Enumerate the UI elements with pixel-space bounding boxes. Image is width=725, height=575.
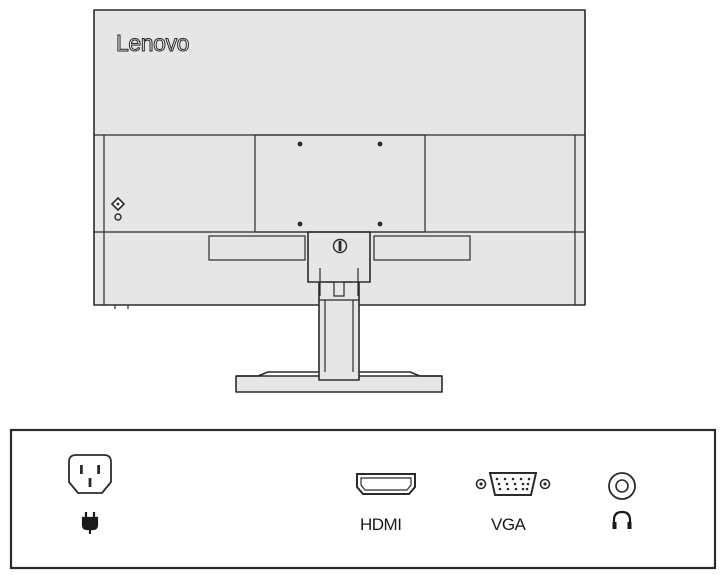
hinge-knob-icon xyxy=(332,238,348,254)
ac-inlet-pins xyxy=(80,465,100,487)
ac-power-inlet-icon xyxy=(68,454,112,494)
audio-jack-icon xyxy=(608,472,636,500)
left-slot xyxy=(208,235,306,261)
power-plug-icon xyxy=(81,512,99,534)
vga-label: VGA xyxy=(491,515,526,534)
stand-base xyxy=(235,375,443,393)
monitor-rear-view: Lenovo xyxy=(93,9,586,393)
hdmi-port-icon xyxy=(356,473,416,495)
vesa-screw-holes xyxy=(297,141,383,227)
vesa-mount-area xyxy=(254,134,426,233)
port-panel-frame xyxy=(9,428,717,570)
right-slot xyxy=(373,235,471,261)
headphone-icon xyxy=(612,510,632,529)
hdmi-label: HDMI xyxy=(360,515,402,534)
brand-logo: Lenovo xyxy=(116,30,189,56)
vga-port-icon xyxy=(475,472,551,496)
power-button-icon xyxy=(110,196,126,221)
